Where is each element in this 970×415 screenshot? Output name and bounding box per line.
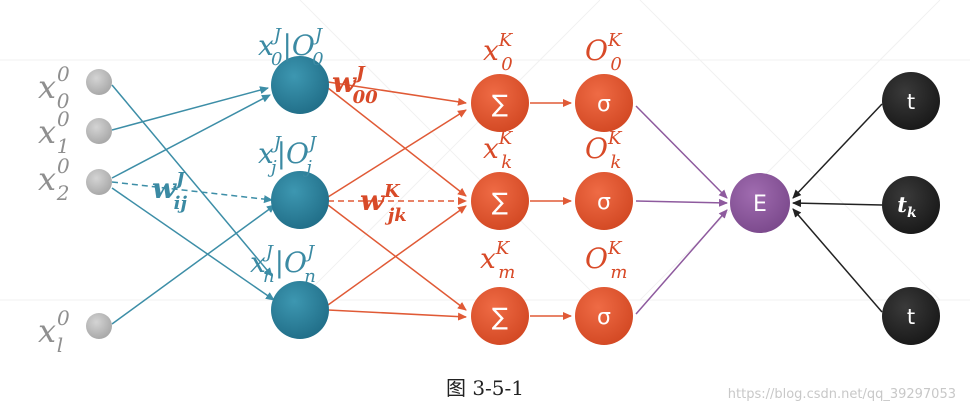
sigma-error-connections <box>635 105 728 315</box>
input-node <box>86 118 112 144</box>
edge-x2-hn <box>111 187 275 301</box>
target-label-k: tk <box>897 192 917 221</box>
edge-hj-sm <box>327 204 467 311</box>
target-error-connections <box>792 103 883 313</box>
edge-xl-hj <box>111 204 276 325</box>
edge-x0-h0 <box>111 84 273 277</box>
sigma-symbol: σ <box>597 190 611 215</box>
hidden-node <box>271 171 329 229</box>
input-node <box>86 69 112 95</box>
edge-x2-h0 <box>111 94 271 179</box>
edge-x2-hj <box>111 181 273 204</box>
sigma-node <box>575 74 633 132</box>
error-layer: E <box>730 173 790 233</box>
input-node <box>86 313 112 339</box>
error-symbol: E <box>753 192 767 217</box>
error-node <box>730 173 790 233</box>
input-node <box>86 169 112 195</box>
input-hidden-connections <box>111 84 276 325</box>
edge-h0-sk <box>327 87 467 197</box>
input-layer <box>86 69 112 339</box>
sigma-node <box>575 287 633 345</box>
target-label: t <box>907 305 915 329</box>
sum-symbol: ∑ <box>492 90 508 118</box>
sigma-symbol: σ <box>597 305 611 330</box>
target-node <box>882 287 940 345</box>
hidden-node <box>271 56 329 114</box>
figure-caption: 图 3-5-1 <box>445 376 525 400</box>
sum-node <box>471 172 529 230</box>
target-node <box>882 72 940 130</box>
sigma-symbol: σ <box>597 92 611 117</box>
sum-layer: ∑ ∑ ∑ <box>471 74 529 345</box>
edge-hn-sk <box>327 205 467 306</box>
sum-node <box>471 287 529 345</box>
edge-hj-s0 <box>327 109 467 198</box>
sigma-layer: σ σ σ <box>575 74 633 345</box>
background-grid <box>0 0 970 301</box>
hidden-sum-connections <box>327 81 572 321</box>
hidden-node <box>271 281 329 339</box>
sum-node <box>471 74 529 132</box>
sigma-node <box>575 172 633 230</box>
edge-h0-s0 <box>327 81 467 106</box>
target-layer: t tk t <box>882 72 940 345</box>
edge-x1-h0 <box>111 86 269 131</box>
edge-hn-sm <box>327 309 467 321</box>
watermark: https://blog.csdn.net/qq_39297053 <box>727 387 956 402</box>
target-node <box>882 176 940 234</box>
target-label: t <box>907 90 915 114</box>
sum-symbol: ∑ <box>492 303 508 331</box>
hidden-layer <box>271 56 329 339</box>
sum-symbol: ∑ <box>492 188 508 216</box>
